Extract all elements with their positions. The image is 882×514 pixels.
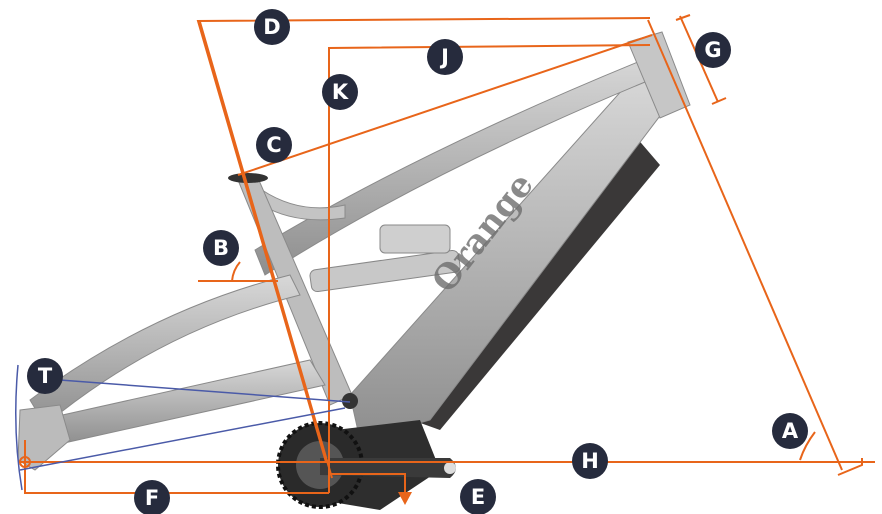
label-F: F xyxy=(134,480,170,514)
label-E: E xyxy=(460,479,496,514)
label-T: T xyxy=(27,358,63,394)
seat-stay xyxy=(29,274,301,426)
top-tube-line-C xyxy=(237,34,653,176)
seat-tube-line xyxy=(199,21,333,479)
label-C: C xyxy=(256,127,292,163)
rear-axle xyxy=(19,456,31,468)
rear-dropout xyxy=(17,404,71,471)
bb-drop-arrow xyxy=(398,492,412,505)
angle-arc-A xyxy=(799,431,816,461)
head-angle-line-A xyxy=(647,19,843,471)
pivot xyxy=(342,393,358,409)
stack-reach-JK xyxy=(328,44,651,493)
g-tick-bottom xyxy=(711,97,727,105)
label-J: J xyxy=(427,39,463,75)
seat-clamp xyxy=(228,173,268,183)
label-K: K xyxy=(322,74,358,110)
label-D: D xyxy=(254,9,290,45)
label-A: A xyxy=(772,413,808,449)
label-G: G xyxy=(695,32,731,68)
head-angle-foot xyxy=(837,458,863,476)
label-H: H xyxy=(572,443,608,479)
reach-stack-D xyxy=(196,17,651,463)
rear-shock xyxy=(309,249,461,293)
angle-arc-B xyxy=(231,261,241,282)
bb-drop-line-E xyxy=(329,473,406,495)
label-B: B xyxy=(203,230,239,266)
top-tube-brace xyxy=(261,189,346,221)
g-tick-top xyxy=(675,14,691,21)
shock-reservoir xyxy=(379,224,451,254)
axle-path-lines xyxy=(15,364,351,491)
pedal-axle xyxy=(444,462,456,474)
